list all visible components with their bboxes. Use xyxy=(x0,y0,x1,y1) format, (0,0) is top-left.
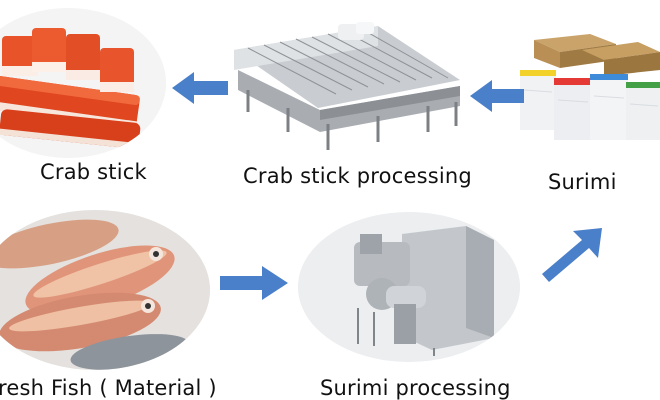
caption-fresh-fish: resh Fish ( Material ) xyxy=(0,376,217,400)
caption-crab-stick-processing: Crab stick processing xyxy=(243,164,472,188)
crab-stick-photo xyxy=(0,8,166,158)
arrow-right-to-surimi-processing xyxy=(220,266,288,300)
caption-crab-stick: Crab stick xyxy=(40,160,147,184)
arrow-left-to-crab-stick xyxy=(172,72,228,104)
arrow-up-right-to-surimi xyxy=(540,226,604,284)
caption-surimi: Surimi xyxy=(548,170,617,194)
surimi-blocks-photo xyxy=(520,30,660,150)
arrow-left-to-processing xyxy=(470,80,524,112)
processing-line-photo xyxy=(228,20,466,158)
fresh-fish-photo xyxy=(0,210,210,370)
surimi-machine-photo xyxy=(298,212,520,362)
caption-surimi-processing: Surimi processing xyxy=(320,376,511,400)
